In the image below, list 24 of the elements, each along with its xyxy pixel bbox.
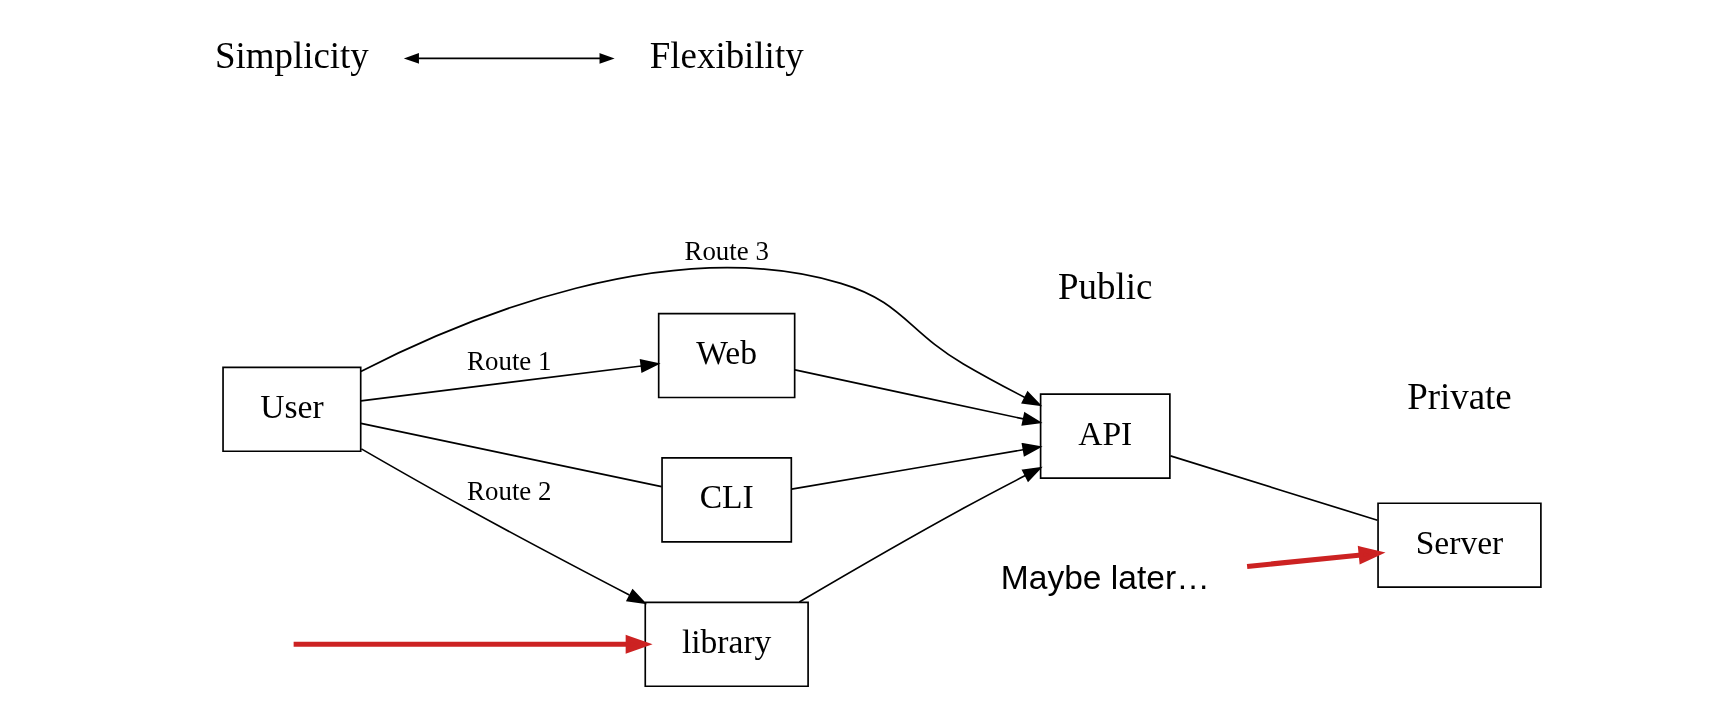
arrow (798, 466, 1043, 603)
connector (1169, 455, 1379, 522)
node-box: CLI (661, 457, 793, 543)
node-box: Web (657, 312, 796, 399)
arrow (360, 267, 1043, 407)
arrow (790, 442, 1043, 490)
label: Simplicity (214, 34, 369, 76)
arrow (1246, 545, 1386, 569)
arrow (360, 359, 661, 402)
edge-label: Route 2 (467, 475, 552, 506)
node-box: API (1039, 393, 1171, 479)
edge-label: Route 1 (467, 346, 552, 377)
node-text: Maybe later… (1000, 558, 1210, 596)
label: Private (1407, 375, 1512, 417)
connector (360, 422, 663, 488)
node-box: User (222, 366, 362, 453)
arrow (794, 369, 1043, 426)
edge-label: Route 3 (684, 235, 769, 266)
label: Public (1058, 266, 1153, 308)
label: Flexibility (649, 34, 804, 76)
node-box: Server (1377, 502, 1542, 589)
arrow (360, 448, 648, 605)
node-box: library (644, 601, 809, 688)
arrow (293, 634, 653, 654)
